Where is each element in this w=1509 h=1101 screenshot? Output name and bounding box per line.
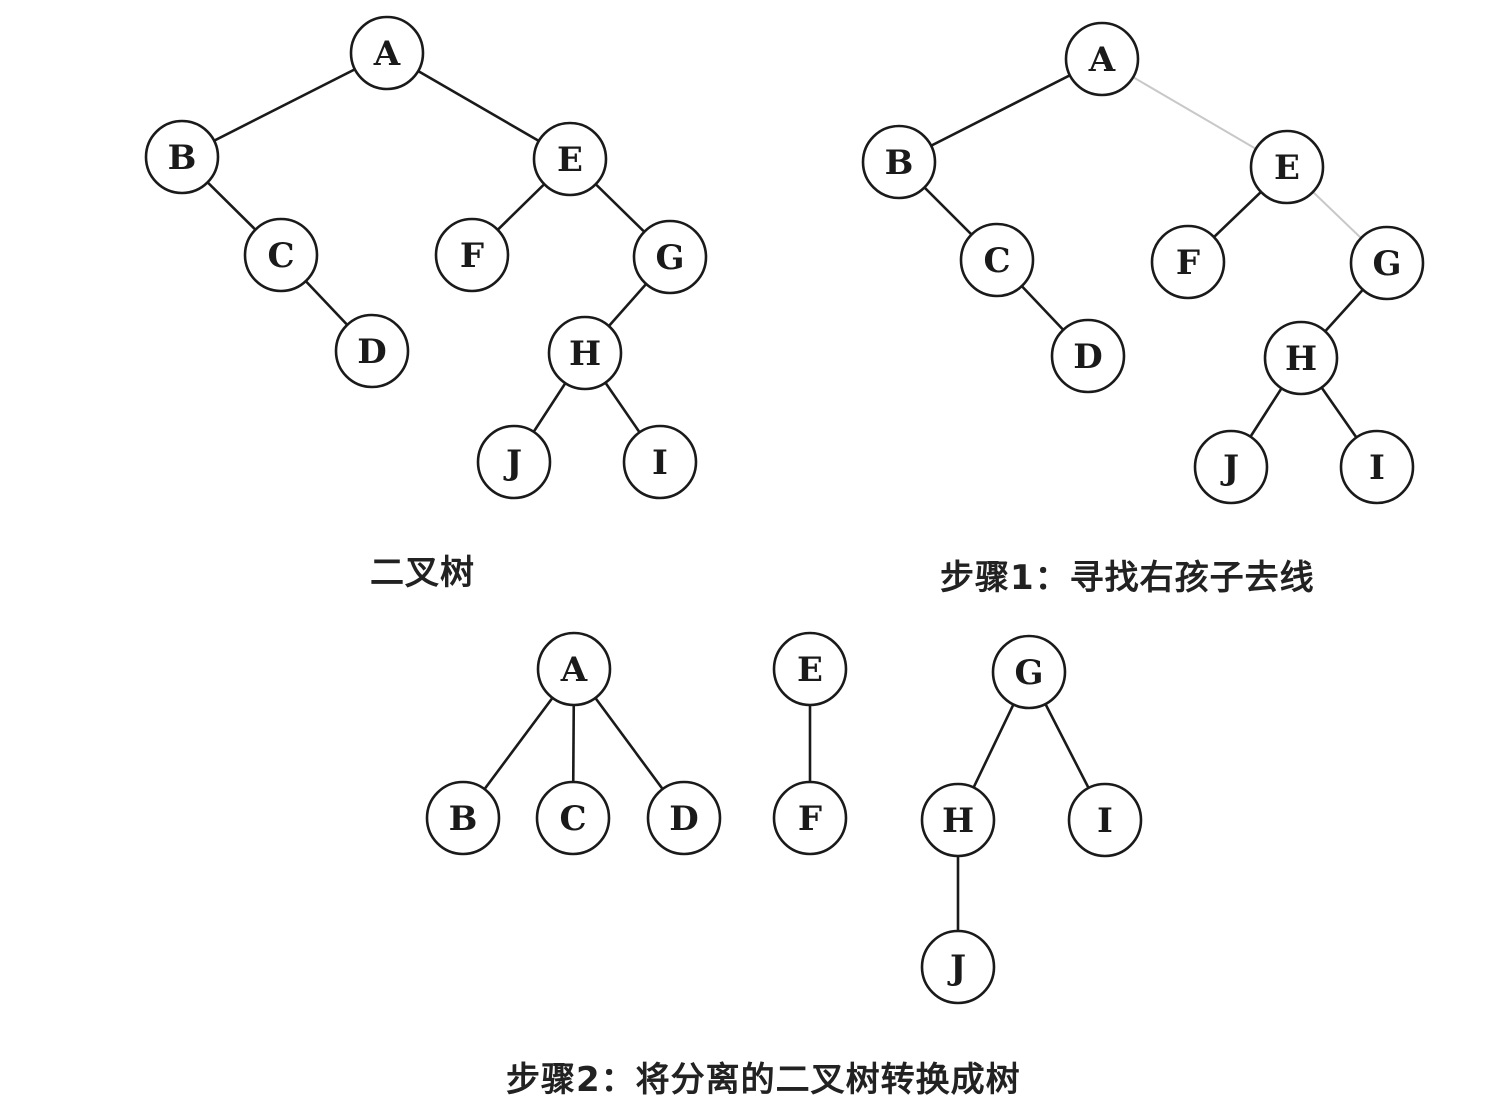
node-label: B xyxy=(885,143,914,183)
node-b: B xyxy=(861,124,937,200)
node-f: F xyxy=(1150,224,1226,300)
node-circle xyxy=(772,780,848,856)
caption-step2: 步骤2：将分离的二叉树转换成树 xyxy=(506,1060,1021,1100)
node-b: B xyxy=(144,119,220,195)
node-a: A xyxy=(1064,21,1140,97)
node-circle xyxy=(622,424,698,500)
node-circle xyxy=(532,121,608,197)
node-label: I xyxy=(652,443,668,483)
node-circle xyxy=(144,119,220,195)
step2-forest: A B C D E F G H I J xyxy=(425,631,1143,1005)
node-f: F xyxy=(434,217,510,293)
node-circle xyxy=(1349,225,1425,301)
node-e: E xyxy=(1249,129,1325,205)
step1-tree: A B C D E F G H I J xyxy=(861,21,1425,505)
node-label: E xyxy=(1274,148,1300,188)
node-circle xyxy=(1150,224,1226,300)
node-label: G xyxy=(1014,653,1043,693)
node-c: C xyxy=(535,780,611,856)
node-f: F xyxy=(772,780,848,856)
node-label: G xyxy=(655,238,684,278)
node-label: C xyxy=(983,241,1010,281)
node-circle xyxy=(632,219,708,295)
node-label: B xyxy=(168,138,197,178)
edge-a-b xyxy=(898,57,1103,164)
node-j: J xyxy=(1193,429,1269,505)
node-circle xyxy=(1193,429,1269,505)
node-b: B xyxy=(425,780,501,856)
node-a: A xyxy=(349,15,425,91)
binary-tree: A B C D E F G H I J xyxy=(144,15,708,500)
node-j: J xyxy=(920,929,996,1005)
node-circle xyxy=(1067,782,1143,858)
node-h: H xyxy=(920,782,996,858)
node-label: E xyxy=(797,650,823,690)
node-circle xyxy=(920,929,996,1005)
node-d: D xyxy=(646,780,722,856)
node-circle xyxy=(1339,429,1415,505)
node-h: H xyxy=(1263,320,1339,396)
node-label: F xyxy=(798,799,822,839)
node-label: G xyxy=(1372,244,1401,284)
node-label: E xyxy=(557,140,583,180)
node-circle xyxy=(1064,21,1140,97)
node-label: D xyxy=(357,332,386,372)
node-label: H xyxy=(569,334,601,374)
node-g: G xyxy=(1349,225,1425,301)
node-circle xyxy=(535,780,611,856)
caption-binary-tree: 二叉树 xyxy=(370,553,475,593)
node-label: A xyxy=(560,650,588,690)
edge-a-b xyxy=(181,51,388,159)
node-label: F xyxy=(460,236,484,276)
node-circle xyxy=(920,782,996,858)
node-label: C xyxy=(267,236,294,276)
node-label: C xyxy=(559,799,586,839)
node-circle xyxy=(536,631,612,707)
node-i: I xyxy=(1067,782,1143,858)
node-label: J xyxy=(1220,448,1239,488)
node-circle xyxy=(349,15,425,91)
node-circle xyxy=(434,217,510,293)
node-circle xyxy=(772,631,848,707)
node-label: D xyxy=(669,799,698,839)
node-circle xyxy=(991,634,1067,710)
node-j: J xyxy=(476,424,552,500)
caption-step1: 步骤1：寻找右孩子去线 xyxy=(940,558,1315,598)
node-i: I xyxy=(1339,429,1415,505)
node-c: C xyxy=(959,222,1035,298)
node-label: D xyxy=(1073,337,1102,377)
node-label: H xyxy=(942,801,974,841)
node-h: H xyxy=(547,315,623,391)
node-label: J xyxy=(947,948,966,988)
node-label: H xyxy=(1285,339,1317,379)
node-e: E xyxy=(532,121,608,197)
node-d: D xyxy=(1050,318,1126,394)
node-circle xyxy=(334,313,410,389)
node-circle xyxy=(861,124,937,200)
node-label: I xyxy=(1097,801,1113,841)
node-circle xyxy=(1249,129,1325,205)
node-circle xyxy=(476,424,552,500)
node-d: D xyxy=(334,313,410,389)
node-a: A xyxy=(536,631,612,707)
node-label: F xyxy=(1176,243,1200,283)
node-label: B xyxy=(449,799,478,839)
node-circle xyxy=(1263,320,1339,396)
node-circle xyxy=(425,780,501,856)
node-label: A xyxy=(1088,40,1116,80)
node-circle xyxy=(547,315,623,391)
node-label: I xyxy=(1369,448,1385,488)
node-g: G xyxy=(991,634,1067,710)
node-e: E xyxy=(772,631,848,707)
node-g: G xyxy=(632,219,708,295)
node-label: J xyxy=(503,443,522,483)
node-circle xyxy=(959,222,1035,298)
node-c: C xyxy=(243,217,319,293)
node-circle xyxy=(1050,318,1126,394)
node-circle xyxy=(243,217,319,293)
node-circle xyxy=(646,780,722,856)
node-i: I xyxy=(622,424,698,500)
node-label: A xyxy=(373,34,401,74)
